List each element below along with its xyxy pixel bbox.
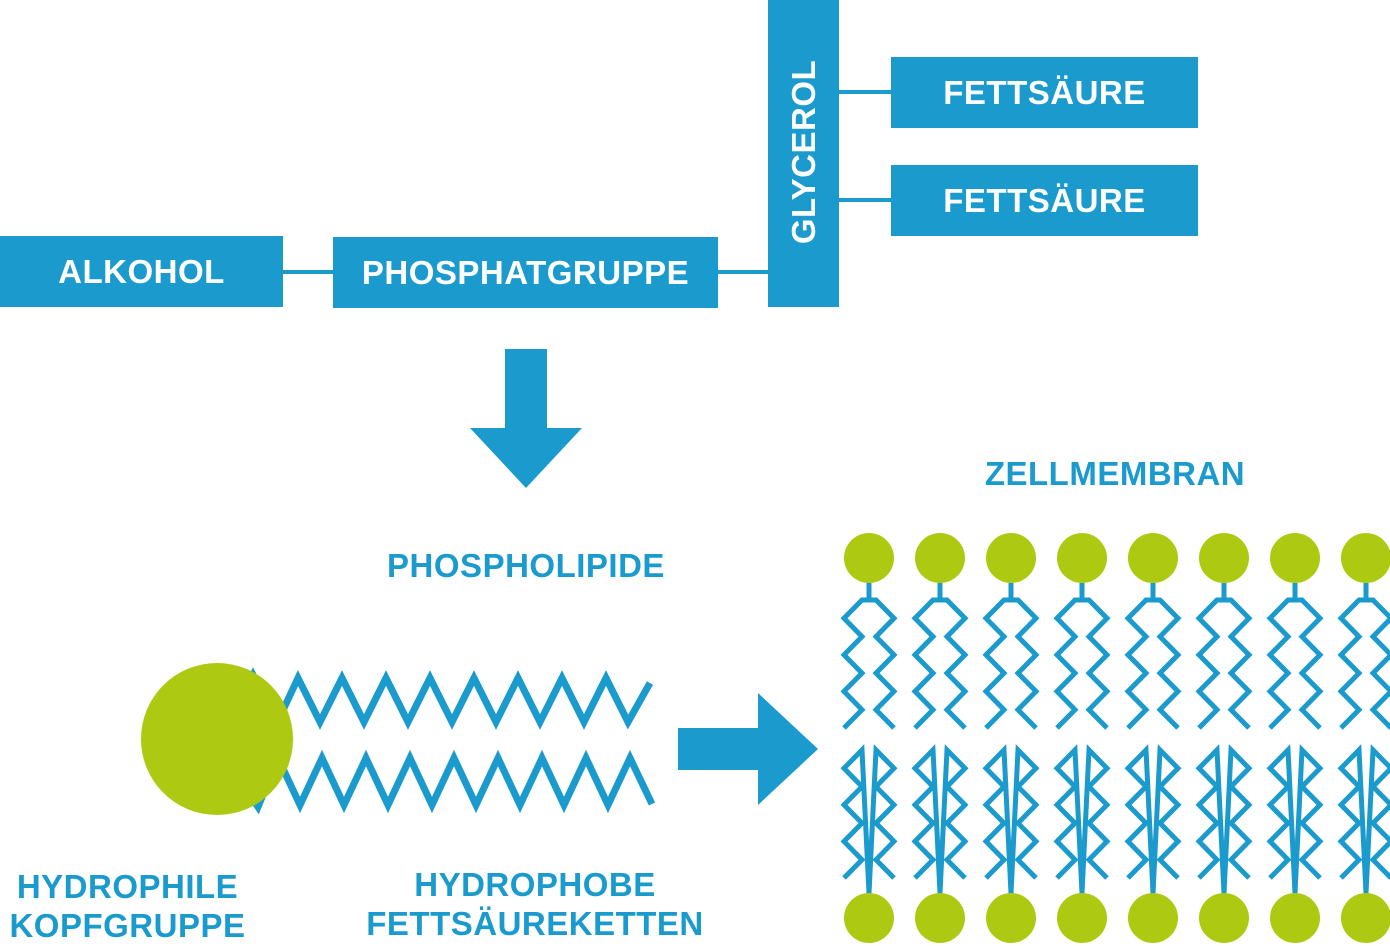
membrane-tail-bottom-right — [866, 744, 898, 894]
hydrophile-line-1: HYDROPHILE — [16, 868, 239, 905]
hydrophilic-head — [141, 663, 293, 815]
fettsaeure-box-2: FETTSÄURE — [891, 165, 1198, 236]
fatty-acid-chain-upper — [236, 667, 654, 732]
fatty-acid-chain-lower — [237, 749, 656, 815]
membrane-head-top — [844, 533, 894, 583]
membrane-tail-top-right — [1224, 597, 1253, 730]
membrane-tail-bottom-right — [1079, 744, 1111, 894]
membrane-tail-top-left — [1124, 597, 1153, 730]
phosphatgruppe-box: PHOSPHATGRUPPE — [333, 237, 718, 308]
membrane-head-top — [915, 533, 965, 583]
membrane-head-bottom — [1057, 893, 1107, 943]
membrane-head-top — [1341, 533, 1390, 583]
hydrophile-kopfgruppe-label: HYDROPHILE KOPFGRUPPE — [0, 867, 255, 945]
membrane-tail-bottom-left — [1266, 744, 1298, 894]
fettsaeure-box-1: FETTSÄURE — [891, 57, 1198, 128]
hydrophobe-line-1: HYDROPHOBE — [414, 866, 656, 903]
alkohol-phosphat-connector — [283, 270, 333, 274]
glycerol-fettsaeure1-connector — [839, 90, 891, 94]
membrane-head-bottom — [986, 893, 1036, 943]
membrane-tail-bottom-left — [911, 744, 943, 894]
membrane-tail-bottom-left — [1337, 744, 1369, 894]
membrane-head-top — [1057, 533, 1107, 583]
membrane-tail-bottom-right — [1008, 744, 1040, 894]
arrow-right-icon — [678, 693, 818, 805]
membrane-tail-top-left — [1053, 597, 1082, 730]
membrane-head-bottom — [1270, 893, 1320, 943]
hydrophobe-line-2: FETTSÄUREKETTEN — [366, 905, 704, 942]
membrane-head-bottom — [915, 893, 965, 943]
membrane-tail-top-left — [840, 597, 869, 730]
membrane-tail-top-right — [1082, 597, 1111, 730]
membrane-tail-top-left — [982, 597, 1011, 730]
membrane-tail-bottom-right — [1221, 744, 1253, 894]
membrane-tail-top-right — [1366, 597, 1390, 730]
membrane-tail-top-right — [1011, 597, 1040, 730]
alkohol-label: ALKOHOL — [58, 252, 225, 290]
membrane-head-top — [1199, 533, 1249, 583]
membrane-head-bottom — [1341, 893, 1390, 943]
fettsaeure-label-1: FETTSÄURE — [943, 73, 1146, 111]
arrow-down-icon — [470, 349, 582, 488]
membrane-head-bottom — [1128, 893, 1178, 943]
membrane-tail-bottom-right — [1363, 744, 1390, 894]
phosphat-glycerol-connector — [718, 270, 769, 274]
membrane-tail-top-left — [1266, 597, 1295, 730]
fettsaeure-label-2: FETTSÄURE — [943, 181, 1146, 219]
membrane-tail-bottom-left — [1195, 744, 1227, 894]
membrane-tail-top-right — [940, 597, 969, 730]
membrane-head-top — [1128, 533, 1178, 583]
membrane-tail-top-left — [1337, 597, 1366, 730]
membrane-tail-bottom-left — [1124, 744, 1156, 894]
glycerol-fettsaeure2-connector — [839, 198, 891, 202]
membrane-tail-bottom-right — [1292, 744, 1324, 894]
glycerol-box: GLYCEROL — [768, 0, 839, 307]
phospholipide-label: PHOSPHOLIPIDE — [387, 547, 665, 584]
membrane-tail-bottom-left — [840, 744, 872, 894]
membrane-tail-bottom-right — [937, 744, 969, 894]
hydrophobe-fettsaeureketten-label: HYDROPHOBE FETTSÄUREKETTEN — [330, 865, 740, 943]
membrane-head-bottom — [844, 893, 894, 943]
zellmembran-label: ZELLMEMBRAN — [984, 455, 1246, 492]
phosphatgruppe-label: PHOSPHATGRUPPE — [361, 253, 690, 291]
membrane-tail-top-right — [1295, 597, 1324, 730]
membrane-tail-bottom-left — [982, 744, 1014, 894]
membrane-tail-bottom-right — [1150, 744, 1182, 894]
alkohol-box: ALKOHOL — [0, 236, 283, 307]
membrane-head-top — [986, 533, 1036, 583]
membrane-tail-top-right — [869, 597, 898, 730]
membrane-head-bottom — [1199, 893, 1249, 943]
hydrophile-line-2: KOPFGRUPPE — [9, 907, 246, 944]
membrane-tail-top-right — [1153, 597, 1182, 730]
membrane-head-top — [1270, 533, 1320, 583]
membrane-tail-top-left — [1195, 597, 1224, 730]
membrane-tail-top-left — [911, 597, 940, 730]
membrane-tail-bottom-left — [1053, 744, 1085, 894]
cell-membrane — [840, 533, 1390, 943]
